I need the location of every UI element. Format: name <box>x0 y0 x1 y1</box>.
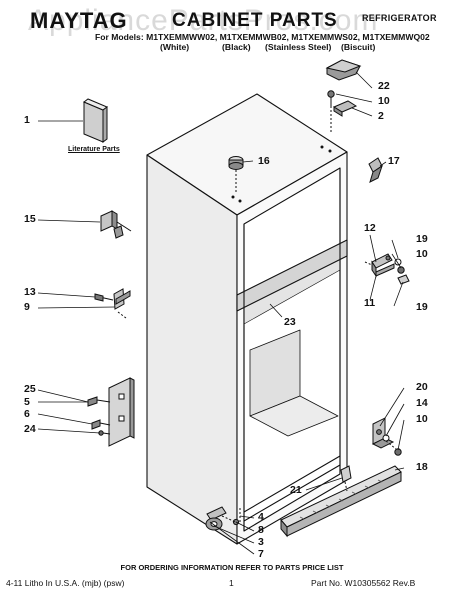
watermark: AppliancePartsPros.com <box>28 4 379 37</box>
variant-stainless: (Stainless Steel) <box>265 42 332 52</box>
callout-15: 15 <box>24 213 36 225</box>
callout-7: 7 <box>258 548 264 560</box>
page-title: CABINET PARTS <box>172 10 338 31</box>
callout-24: 24 <box>24 423 36 435</box>
callout-16: 16 <box>258 155 270 167</box>
callout-10-bottom: 10 <box>416 413 428 425</box>
callout-3: 3 <box>258 536 264 548</box>
callout-2: 2 <box>378 110 384 122</box>
grille-clip <box>340 465 352 492</box>
callout-19-top: 19 <box>416 233 428 245</box>
product-type: REFRIGERATOR <box>362 13 437 23</box>
callout-6: 6 <box>24 408 30 420</box>
callout-23: 23 <box>284 316 296 328</box>
variant-black: (Black) <box>222 42 251 52</box>
ordering-info: FOR ORDERING INFORMATION REFER TO PARTS … <box>120 563 344 572</box>
top-hinge <box>327 90 358 132</box>
models-line: For Models: M1TXEMMWW02, M1TXEMMWB02, M1… <box>95 32 430 42</box>
variant-white: (White) <box>160 42 190 52</box>
bottom-hinge <box>371 417 402 456</box>
callout-20: 20 <box>416 381 428 393</box>
callout-17: 17 <box>388 155 400 167</box>
hinge-pin <box>228 156 244 192</box>
callout-8: 8 <box>258 524 264 536</box>
part-number: Part No. W10305562 Rev.B <box>311 578 416 588</box>
callout-4: 4 <box>258 511 264 523</box>
door-stop-lower <box>94 288 131 319</box>
callout-9: 9 <box>24 301 30 313</box>
brand-logo: MAYTAG <box>30 8 128 33</box>
side-bracket <box>87 377 135 447</box>
callout-19-bottom: 19 <box>416 301 428 313</box>
hinge-shim <box>368 157 383 183</box>
page-number: 1 <box>229 578 234 588</box>
callout-25: 25 <box>24 383 36 395</box>
hinge-cover <box>325 59 362 81</box>
callout-21: 21 <box>290 484 302 496</box>
variant-biscuit: (Biscuit) <box>341 42 376 52</box>
callout-22: 22 <box>378 80 390 92</box>
callout-10: 10 <box>378 95 390 107</box>
callout-18: 18 <box>416 461 428 473</box>
callout-14: 14 <box>416 397 428 409</box>
door-stop <box>100 210 132 239</box>
callout-13: 13 <box>24 286 36 298</box>
center-hinge <box>364 253 410 285</box>
toe-grille <box>280 465 402 538</box>
callout-10-center: 10 <box>416 248 428 260</box>
callout-1: 1 <box>24 114 30 126</box>
callout-11: 11 <box>364 297 376 309</box>
divider-rail <box>236 239 348 312</box>
callout-12: 12 <box>364 222 376 234</box>
leader-lines <box>37 71 405 555</box>
callout-5: 5 <box>24 396 30 408</box>
litho-note: 4-11 Litho In U.S.A. (mjb) (psw) <box>6 578 125 588</box>
literature-label: Literature Parts <box>68 146 120 153</box>
cabinet-side <box>146 154 238 545</box>
literature-booklet <box>83 98 108 143</box>
